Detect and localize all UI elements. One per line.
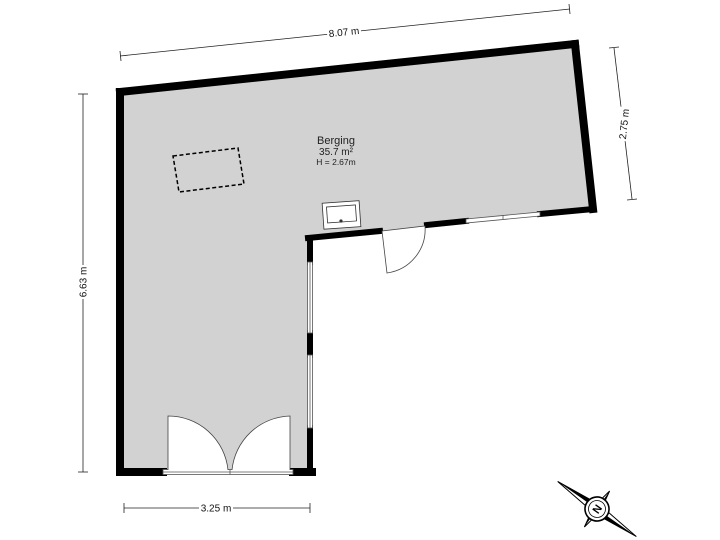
room-name: Berging	[317, 135, 355, 147]
compass-icon	[557, 481, 637, 537]
dim-left-label: 6.63 m	[79, 267, 90, 298]
floor-area	[120, 44, 593, 472]
door-left-swing	[167, 415, 229, 471]
dim-right-label-group: 2.75 m	[615, 106, 632, 142]
wall-top	[115, 39, 580, 97]
sink-fixture	[321, 200, 362, 230]
single-door	[381, 225, 426, 274]
room-area: 35.7 m²	[319, 147, 354, 158]
dim-left-label-group: 6.63 m	[76, 265, 90, 299]
dim-top-label: 8.07 m	[328, 26, 360, 40]
wall-inner-top-b	[423, 217, 470, 229]
wall-right	[570, 39, 598, 214]
door-inner-swing	[381, 225, 426, 274]
wall-inner-top-c	[536, 205, 597, 218]
dim-top-label-group: 8.07 m	[326, 23, 362, 40]
dim-bottom-label-group: 3.25 m	[199, 501, 233, 515]
double-door	[167, 415, 291, 471]
room-height: H = 2.67m	[316, 157, 355, 167]
dim-bottom-label: 3.25 m	[201, 504, 232, 515]
sink-drain	[339, 219, 343, 223]
walls	[115, 39, 598, 476]
dim-right-label: 2.75 m	[618, 108, 632, 140]
door-right-swing	[231, 415, 291, 471]
windows	[162, 211, 541, 475]
wall-inner-top-a	[304, 227, 384, 242]
